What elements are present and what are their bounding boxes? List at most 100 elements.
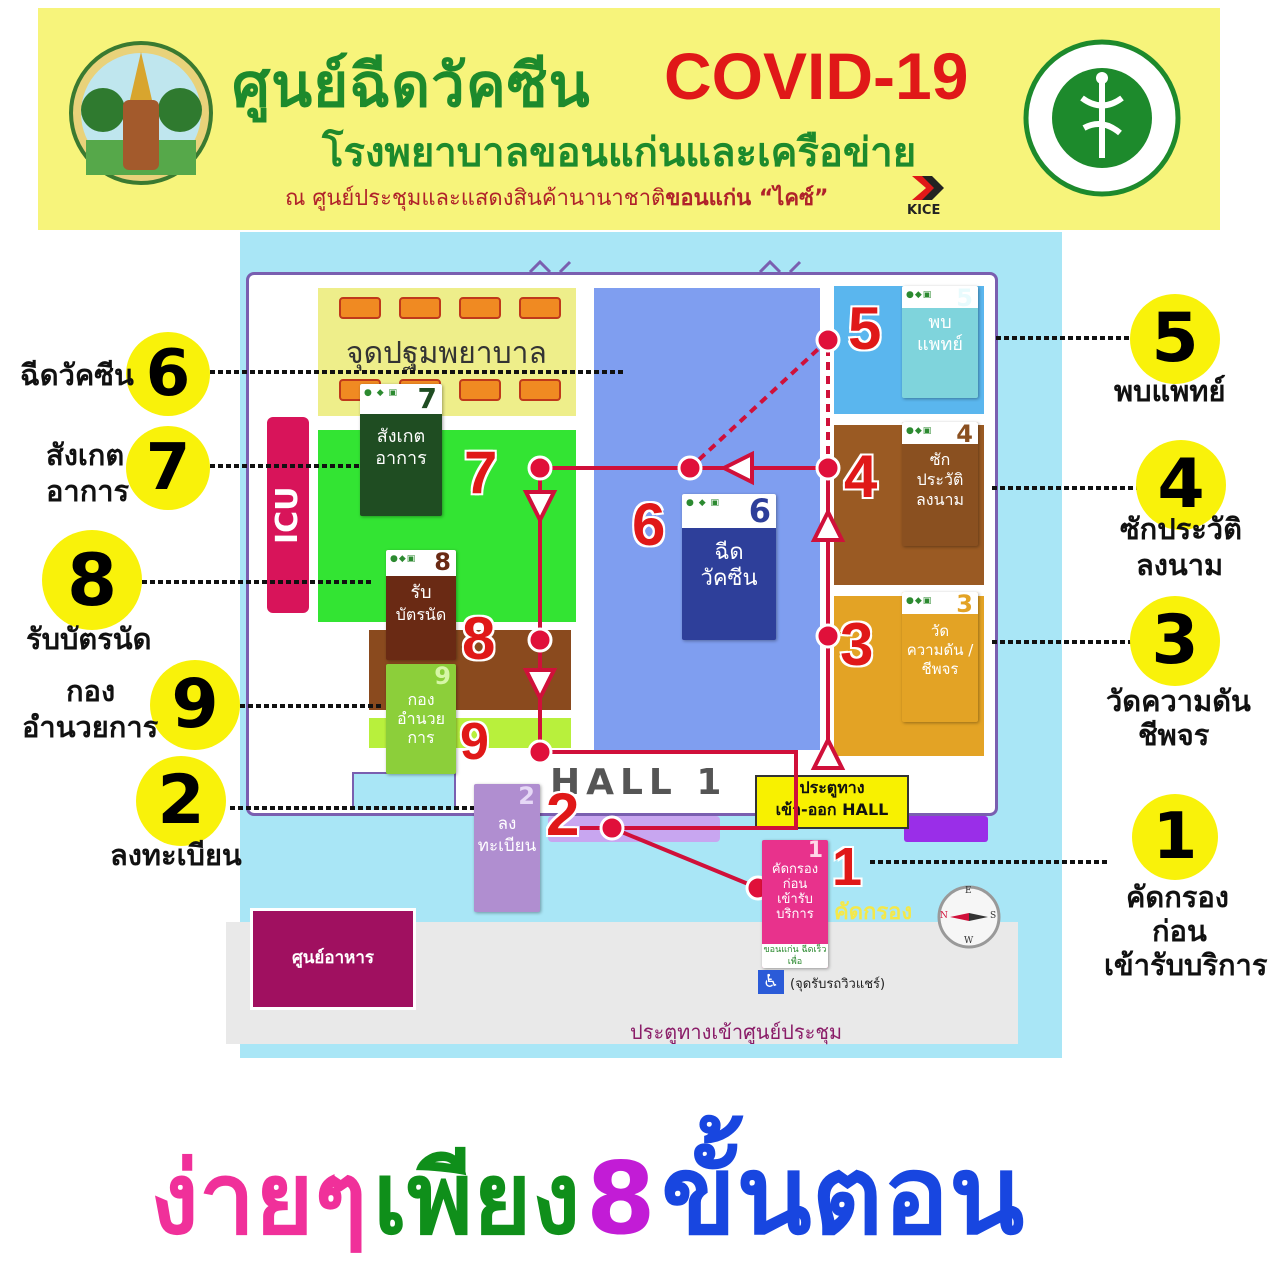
callout-6-circle: 6 — [126, 332, 210, 416]
card-logos-icon: ●◆▣ — [906, 596, 933, 606]
subtitle: โรงพยาบาลขอนแก่นและเครือข่าย — [322, 130, 917, 176]
title-covid: COVID-19 — [664, 39, 969, 113]
card-logos-icon: ●◆▣ — [906, 290, 933, 300]
callout-4-circle: 4 — [1136, 440, 1226, 530]
station-text-8a: รับ — [410, 582, 432, 603]
station-num-5: 5 — [956, 286, 973, 312]
station-card-3: ●◆▣ 3 วัด ความดัน / ชีพจร — [902, 592, 978, 722]
station-num-1: 1 — [807, 840, 823, 863]
map-step-7: 7 — [464, 439, 498, 506]
station-card-7: ● ◆ ▣ 7 สังเกต อาการ — [360, 384, 442, 516]
map-step-6: 6 — [632, 491, 666, 558]
station-card-6: ● ◆ ▣ 6 ฉีด วัคซีน — [682, 494, 776, 640]
header-banner — [38, 8, 1220, 230]
kice-logo-icon — [912, 176, 944, 200]
station-card-5: ●◆▣ 5 พบ แพทย์ — [902, 286, 978, 398]
station-text-3b: ความดัน / — [906, 641, 974, 659]
station-card-8: ●◆▣ 8 รับ บัตรนัด — [386, 550, 456, 660]
callout-3-label-b: ชีพจร — [1138, 718, 1210, 752]
callout-1-circle: 1 — [1132, 794, 1218, 880]
callout-1-label-a: คัดกรอง — [1126, 880, 1229, 914]
compass-w: W — [964, 936, 974, 946]
hall-door-line1: ประตูทาง — [799, 778, 865, 797]
callout-3-label-a: วัดความดัน — [1106, 684, 1251, 718]
callout-5-label: พบแพทย์ — [1114, 374, 1226, 408]
bottom-slogan: ง่ายๆ เพียง 8 ขั้นตอน — [150, 1108, 1150, 1259]
callout-1-label-b: ก่อน — [1152, 914, 1207, 948]
station-text-4b: ประวัติ — [916, 470, 964, 489]
callout-2-label: ลงทะเบียน — [110, 838, 242, 872]
card-logos-icon: ●◆▣ — [906, 426, 933, 436]
arrow-down-icon — [522, 668, 558, 703]
station-text-6b: วัคซีน — [700, 566, 758, 591]
station-text-9b: อำนวย — [397, 709, 445, 728]
card-logos-icon: ● ◆ ▣ — [686, 498, 720, 508]
food-court-label: ศูนย์อาหาร — [291, 948, 374, 968]
station-card-1: 1 คัดกรอง ก่อน เข้ารับ บริการ ขอนแก่น ฉี… — [762, 840, 828, 968]
food-court — [250, 908, 416, 1010]
station-num-9: 9 — [434, 664, 451, 690]
callout-7-label-b: อาการ — [46, 474, 130, 508]
callout-1-label-c: เข้ารับบริการ — [1104, 948, 1268, 982]
station-text-6a: ฉีด — [714, 540, 744, 565]
compass-s: S — [990, 911, 997, 921]
hall-door-line2: เข้า-ออก HALL — [775, 800, 889, 819]
station-text-3a: วัด — [930, 622, 950, 640]
station-text-1a: คัดกรอง — [771, 862, 819, 877]
card-logos-icon: ●◆▣ — [390, 554, 417, 564]
station-text-1b: ก่อน — [782, 877, 808, 892]
compass-n: N — [940, 911, 948, 921]
compass-e: E — [965, 886, 972, 896]
station-1-footer: ขอนแก่น ฉีดเร็วเพื่อ — [762, 944, 828, 968]
station-text-5a: พบ — [928, 312, 952, 333]
kice-label: KICE — [907, 203, 941, 218]
top-door-markers — [528, 259, 802, 274]
station-num-4: 4 — [956, 422, 973, 448]
side-door-marker — [904, 816, 988, 842]
hall-label: HALL 1 — [550, 762, 728, 803]
venue-line: ณ ศูนย์ประชุมและแสดงสินค้านานาชาติขอนแก่… — [285, 180, 828, 215]
station-num-6: 6 — [748, 494, 771, 530]
venue-prefix: ณ ศูนย์ประชุมและแสดงสินค้านานาชาติ — [285, 186, 666, 211]
callout-4-label-b: ลงนาม — [1136, 548, 1224, 582]
callout-2-circle: 2 — [136, 756, 226, 846]
station-card-9: 9 กอง อำนวย การ — [386, 664, 456, 774]
screening-under-label: คัดกรอง — [834, 900, 913, 925]
arrow-up-icon — [810, 735, 846, 770]
callout-8-label: รับบัตรนัด — [26, 622, 152, 656]
map-step-8: 8 — [462, 605, 496, 672]
callout-9-label-a: กอง — [66, 674, 116, 708]
station-num-8: 8 — [434, 550, 451, 576]
station-card-2: 2 ลง ทะเบียน — [474, 784, 540, 912]
station-text-8b: บัตรนัด — [395, 605, 447, 624]
callout-6-label: ฉีดวัคซีน — [20, 358, 134, 392]
moph-seal-logo — [1023, 39, 1181, 197]
station-text-9c: การ — [407, 728, 435, 747]
station-text-4a: ซัก — [929, 450, 951, 469]
station-text-1d: บริการ — [776, 907, 814, 922]
arrow-up-icon — [810, 507, 846, 542]
station-text-7a: สังเกต — [376, 426, 426, 447]
callout-3-circle: 3 — [1130, 596, 1220, 686]
station-num-3: 3 — [956, 592, 973, 618]
title-thai: ศูนย์ฉีดวัคซีน — [232, 51, 591, 121]
callout-5-circle: 5 — [1130, 294, 1220, 384]
arrow-left-icon — [719, 450, 754, 486]
wheelchair-icon: ♿ — [758, 970, 784, 994]
slogan-word-4: ขั้นตอน — [661, 1131, 1025, 1259]
first-aid-label: จุดปฐมพยาบาล — [346, 336, 547, 371]
station-text-1c: เข้ารับ — [777, 892, 813, 907]
wheelchair-pickup-label: (จุดรับรถวิวแชร์) — [790, 977, 886, 992]
station-text-2b: ทะเบียน — [477, 836, 537, 856]
slogan-word-1: ง่ายๆ — [150, 1140, 368, 1257]
map-step-2: 2 — [546, 781, 580, 848]
station-text-4c: ลงนาม — [915, 490, 965, 509]
convention-entrance-label: ประตูทางเข้าศูนย์ประชุม — [630, 1020, 843, 1044]
callout-7-label-a: สังเกต — [46, 438, 125, 472]
temple-seal-logo — [69, 41, 213, 185]
station-num-7: 7 — [417, 384, 437, 415]
callout-8-circle: 8 — [42, 530, 142, 630]
slogan-word-2: เพียง — [372, 1140, 581, 1257]
map-step-1: 1 — [832, 837, 863, 897]
